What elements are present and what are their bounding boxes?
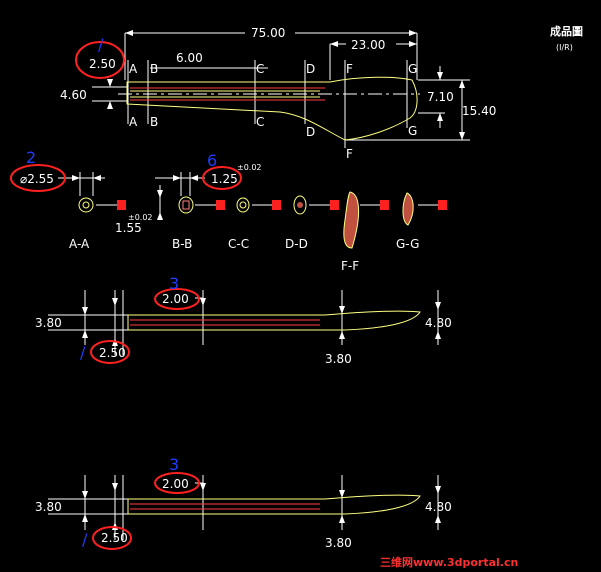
view2-left-height: 3.80 (35, 316, 62, 330)
section-mark-d-top: D (306, 62, 315, 76)
section-mark-c-bot: C (256, 115, 264, 129)
drawing-title: 成品圖 (550, 24, 583, 38)
tolerance-top: ±0.02 (237, 163, 262, 172)
section-label-c: C-C (228, 237, 249, 251)
dim-section-dia: ⌀2.55 (20, 172, 54, 186)
section-mark-d-bot: D (306, 125, 315, 139)
section-mark-f-bot: F (346, 147, 353, 161)
section-mark-b-top: B (150, 62, 158, 76)
review-circle (92, 526, 132, 550)
handwritten-mark: 6 (207, 151, 217, 170)
dim-tip-height: 15.40 (462, 104, 496, 118)
dim-mid-height: 7.10 (427, 90, 454, 104)
view2-right-height: 4.80 (425, 316, 452, 330)
tolerance-bottom: ±0.02 (128, 213, 153, 222)
dim-overall-length: 75.00 (251, 26, 285, 40)
review-circle (154, 472, 200, 494)
section-mark-a-top: A (129, 62, 138, 76)
view3-left-height: 3.80 (35, 500, 62, 514)
view3-tip-height: 3.80 (325, 536, 352, 550)
view2-hole: 2.50 (99, 346, 126, 360)
view3-slot-width: 2.00 (162, 477, 189, 491)
review-circle (154, 288, 200, 310)
section-mark-f-top: F (346, 62, 353, 76)
drawing-subtitle: (I/R) (556, 43, 573, 52)
section-mark-c-top: C (256, 62, 264, 76)
view3-hole: 2.50 (101, 531, 128, 545)
top-view-arrows (107, 30, 465, 140)
sections-row-arrows (72, 175, 198, 220)
view2-arrows (82, 298, 441, 346)
section-label-d: D-D (285, 237, 308, 251)
section-label-a: A-A (69, 237, 90, 251)
review-circle (10, 164, 66, 192)
handwritten-mark: 2 (26, 148, 36, 167)
section-mark-a-bot: A (129, 115, 138, 129)
section-shapes (78, 191, 414, 249)
section-mark-b-bot: B (150, 115, 158, 129)
view3-right-height: 4.80 (425, 500, 452, 514)
dim-section-width: 1.25 (211, 172, 238, 186)
section-label-f: F-F (341, 259, 359, 273)
dim-left-height: 4.60 (60, 88, 87, 102)
handwritten-mark: / (98, 35, 104, 54)
section-label-g: G-G (396, 237, 419, 251)
view2-tip-height: 3.80 (325, 352, 352, 366)
review-circle (90, 340, 130, 364)
watermark: 三维网www.3dportal.cn (380, 555, 518, 569)
dim-tip-length: 23.00 (351, 38, 385, 52)
handwritten-mark: / (82, 530, 88, 549)
handwritten-mark: 3 (169, 274, 179, 293)
section-mark-g-top: G (408, 62, 417, 76)
review-circle (75, 41, 125, 79)
section-arrow-markers (117, 200, 447, 210)
view2-slot-width: 2.00 (162, 292, 189, 306)
dim-hole-spacing: 6.00 (176, 51, 203, 65)
dim-section-depth: 1.55 (115, 221, 142, 235)
view2-part (127, 310, 421, 331)
view3-part (127, 494, 421, 515)
handwritten-mark: 3 (169, 455, 179, 474)
handwritten-mark: / (80, 343, 86, 362)
dim-hole-dia: 2.50 (89, 57, 116, 71)
section-mark-g-bot: G (408, 124, 417, 138)
view3-arrows (82, 483, 441, 530)
review-circle (202, 166, 242, 190)
section-label-b: B-B (172, 237, 192, 251)
top-view-part (126, 76, 418, 141)
